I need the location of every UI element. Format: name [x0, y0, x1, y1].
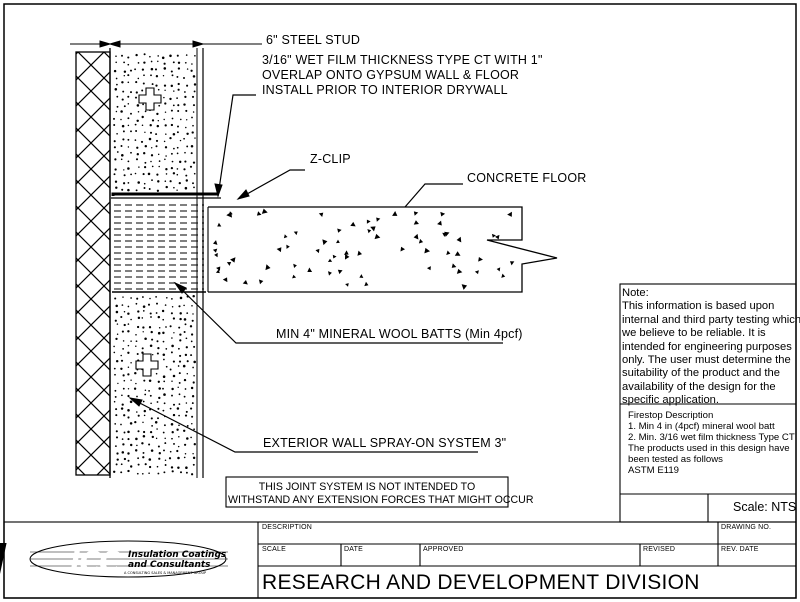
stud-plus-symbol-lower	[135, 353, 159, 377]
spray-on-label: EXTERIOR WALL SPRAY-ON SYSTEM 3"	[263, 436, 507, 450]
logo-tagline: A CONSULTING SALES & MANAGEMENT GROUP	[124, 571, 206, 575]
note-panel: Note: This information is based upon int…	[622, 287, 800, 408]
firestop-line: ASTM E119	[628, 465, 680, 476]
z-clip-label: Z-CLIP	[310, 152, 351, 166]
wet-film-line-1: 3/16" WET FILM THICKNESS TYPE CT WITH 1"	[262, 53, 543, 67]
scale-header: SCALE	[262, 546, 286, 553]
wet-film-line-2: OVERLAP ONTO GYPSUM WALL & FLOOR	[262, 68, 520, 82]
concrete-floor-slab	[207, 206, 558, 293]
rev-date-header: REV. DATE	[721, 546, 759, 553]
revised-header: REVISED	[643, 546, 676, 553]
mineral-wool-batts	[114, 204, 204, 290]
division-title: RESEARCH AND DEVELOPMENT DIVISION	[262, 571, 700, 594]
scale-label: Scale: NTS	[733, 500, 797, 514]
note-line: intended for engineering purposes	[622, 340, 792, 353]
z-clip	[111, 192, 221, 199]
note-line: only. The user must determine the	[622, 354, 791, 367]
firestop-line: been tested as follows	[628, 454, 723, 465]
z-clip-leader	[236, 169, 305, 200]
concrete-floor-leader	[404, 183, 463, 208]
stud-wall	[109, 48, 204, 478]
firestop-heading: Firestop Description	[628, 410, 714, 421]
approved-header: APPROVED	[423, 546, 464, 553]
note-line: availability of the design for the	[622, 380, 776, 393]
note-heading: Note:	[622, 287, 649, 299]
spray-on-leader	[128, 397, 478, 453]
drawing-no-header: DRAWING NO.	[721, 524, 772, 531]
wet-film-label: 3/16" WET FILM THICKNESS TYPE CT WITH 1"…	[262, 53, 543, 98]
note-line: This information is based upon	[622, 300, 775, 313]
firestop-line: The products used in this design have	[628, 443, 790, 454]
warning-box	[225, 476, 509, 508]
title-block-frame	[3, 521, 797, 599]
logo-name-line1: Insulation Coatings	[128, 550, 227, 560]
note-line: internal and third party testing which	[622, 313, 800, 326]
warning-text: THIS JOINT SYSTEM IS NOT INTENDED TO WIT…	[228, 481, 534, 506]
steel-stud-dimension	[70, 40, 262, 48]
wet-film-leader	[214, 94, 256, 198]
description-header: DESCRIPTION	[262, 524, 313, 531]
steel-stud-label: 6" STEEL STUD	[266, 33, 361, 47]
warning-line-1: THIS JOINT SYSTEM IS NOT INTENDED TO	[258, 481, 476, 493]
warning-line-2: WITHSTAND ANY EXTENSION FORCES THAT MIGH…	[228, 493, 534, 506]
note-line: we believe to be reliable. It is	[622, 327, 766, 340]
spray-on-insulation-upper	[113, 53, 197, 192]
logo-name-line2: and Consultants	[128, 560, 211, 570]
icc-logo: ICC Insulation Coatings and Consultants …	[0, 540, 228, 578]
mineral-wool-leader	[173, 281, 503, 344]
concrete-floor-label: CONCRETE FLOOR	[467, 171, 587, 185]
firestop-line: 2. Min. 3/16 wet film thickness Type CT	[628, 432, 795, 443]
mineral-wool-label: MIN 4" MINERAL WOOL BATTS (Min 4pcf)	[276, 327, 523, 341]
firestop-description-panel: Firestop Description 1. Min 4 in (4pcf) …	[628, 410, 796, 476]
exterior-sheathing	[75, 51, 111, 476]
stud-plus-symbol-upper	[138, 87, 162, 111]
note-line: specific application.	[622, 394, 720, 407]
firestop-line: 1. Min 4 in (4pcf) mineral wool batt	[628, 421, 775, 432]
wet-film-line-3: INSTALL PRIOR TO INTERIOR DRYWALL	[262, 83, 508, 97]
date-header: DATE	[344, 546, 363, 553]
note-line: suitability of the product and the	[622, 367, 780, 380]
logo-initials: ICC	[70, 545, 120, 578]
spray-on-insulation-lower	[113, 294, 196, 476]
